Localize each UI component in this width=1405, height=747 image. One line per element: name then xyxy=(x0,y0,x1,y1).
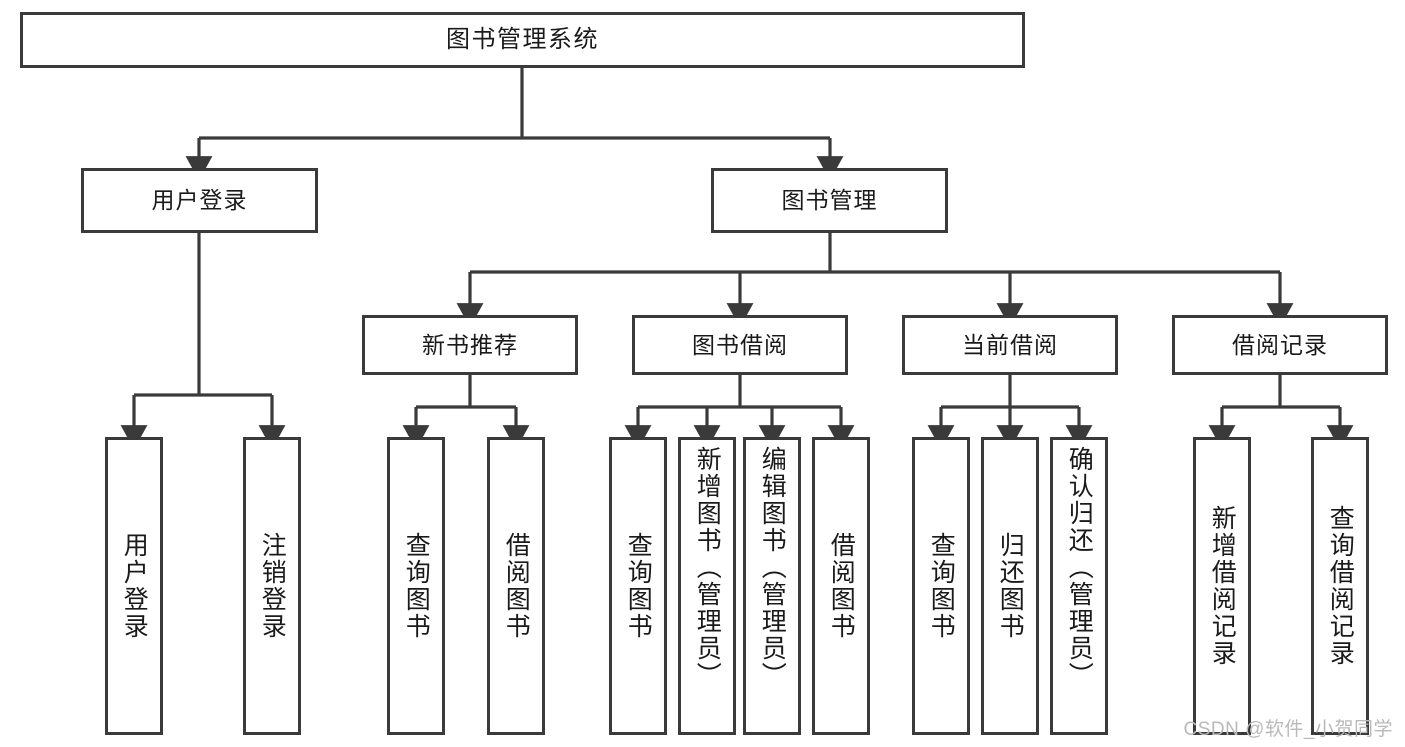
node-label: 查询借阅记录 xyxy=(1326,505,1355,667)
edge-group-current-borrow xyxy=(927,375,1093,450)
node-label: 当前借阅 xyxy=(962,331,1058,358)
node-label: 归还图书 xyxy=(996,532,1025,640)
leaf-confirm-return-admin[interactable]: 确认归还（管理员） xyxy=(1050,437,1108,735)
node-book-borrow[interactable]: 图书借阅 xyxy=(632,315,848,375)
leaf-logout[interactable]: 注销登录 xyxy=(243,437,301,735)
edge-group-root xyxy=(185,68,844,181)
edge-group-book-borrow xyxy=(624,375,855,450)
node-current-borrow[interactable]: 当前借阅 xyxy=(902,315,1118,375)
edge-group-new-book-rec xyxy=(402,375,530,450)
leaf-borrow-book-recommendation[interactable]: 借阅图书 xyxy=(487,437,545,735)
leaf-query-book-recommendation[interactable]: 查询图书 xyxy=(387,437,445,735)
edge-group-borrow-record xyxy=(1208,375,1354,450)
leaf-user-login[interactable]: 用户登录 xyxy=(105,437,163,735)
leaf-add-book-admin[interactable]: 新增图书（管理员） xyxy=(678,437,736,735)
node-label: 用户登录 xyxy=(151,187,248,214)
node-label: 图书管理 xyxy=(781,187,878,214)
leaf-borrow-book[interactable]: 借阅图书 xyxy=(812,437,870,735)
node-root-system[interactable]: 图书管理系统 xyxy=(20,12,1025,68)
leaf-add-borrow-record[interactable]: 新增借阅记录 xyxy=(1193,437,1251,735)
node-label: 图书借阅 xyxy=(692,331,788,358)
node-label: 借阅记录 xyxy=(1232,331,1328,358)
node-label: 图书管理系统 xyxy=(446,26,599,54)
node-label: 确认归还（管理员） xyxy=(1065,446,1094,689)
node-borrow-record[interactable]: 借阅记录 xyxy=(1172,315,1388,375)
node-label: 查询图书 xyxy=(624,532,653,640)
edge-group-book-manage xyxy=(456,233,1294,328)
node-label: 新增借阅记录 xyxy=(1208,505,1237,667)
node-label: 新增图书（管理员） xyxy=(693,446,722,689)
node-label: 查询图书 xyxy=(402,532,431,640)
leaf-query-book-borrow[interactable]: 查询图书 xyxy=(609,437,667,735)
node-label: 编辑图书（管理员） xyxy=(758,446,787,689)
node-book-manage[interactable]: 图书管理 xyxy=(711,168,948,233)
node-label: 借阅图书 xyxy=(827,532,856,640)
leaf-return-book[interactable]: 归还图书 xyxy=(981,437,1039,735)
node-label: 注销登录 xyxy=(258,532,287,640)
node-user-login[interactable]: 用户登录 xyxy=(81,168,318,233)
leaf-query-borrow-record[interactable]: 查询借阅记录 xyxy=(1311,437,1369,735)
node-label: 新书推荐 xyxy=(422,331,518,358)
node-new-book-recommendation[interactable]: 新书推荐 xyxy=(362,315,578,375)
leaf-query-book-current[interactable]: 查询图书 xyxy=(912,437,970,735)
leaf-edit-book-admin[interactable]: 编辑图书（管理员） xyxy=(743,437,801,735)
node-label: 借阅图书 xyxy=(502,532,531,640)
edge-group-user-login xyxy=(120,233,286,450)
node-label: 用户登录 xyxy=(120,532,149,640)
node-label: 查询图书 xyxy=(927,532,956,640)
